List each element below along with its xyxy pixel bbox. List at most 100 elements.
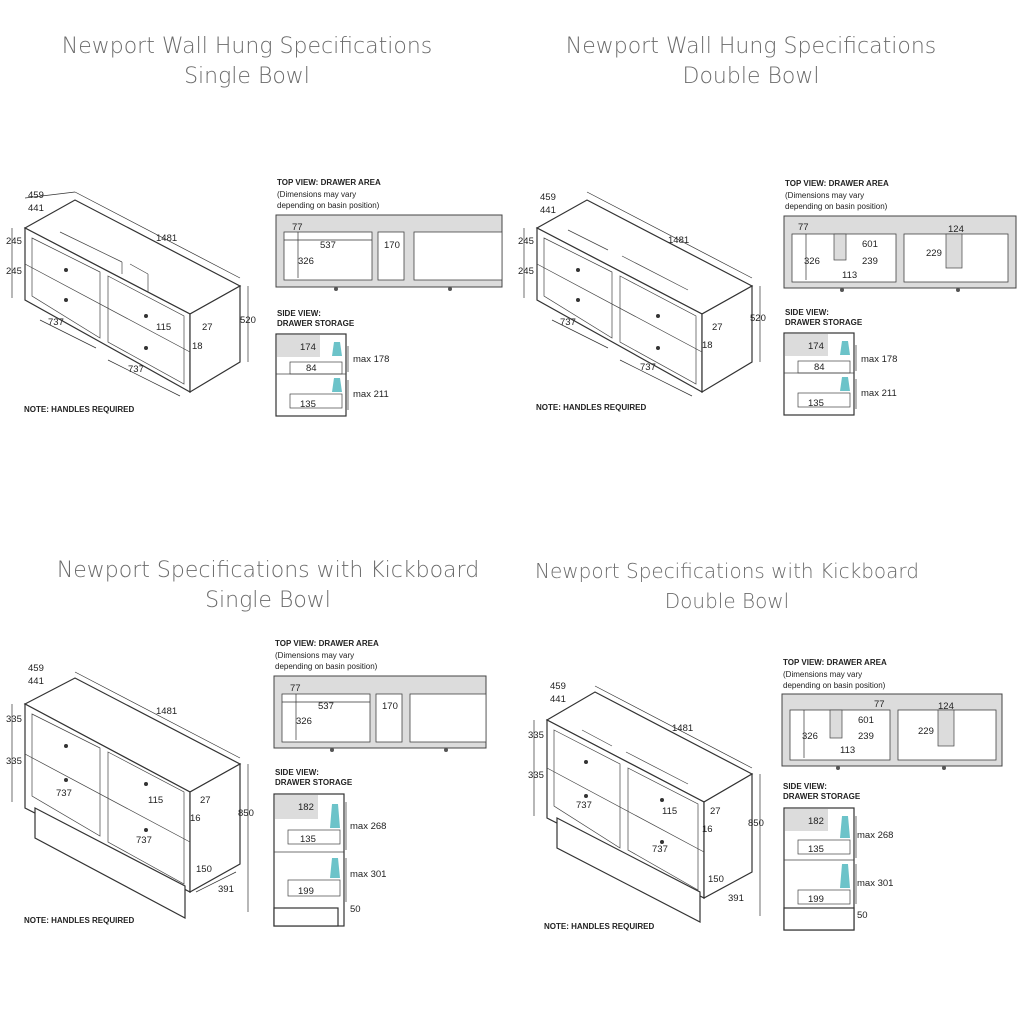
title-line-1: Newport Wall Hung Specifications xyxy=(565,34,937,59)
top-dim-4: 326 xyxy=(802,731,818,742)
top-dim-4: 326 xyxy=(804,256,820,267)
dim-drawer-h2: 245 xyxy=(6,266,22,277)
top-view-heading: TOP VIEW: DRAWER AREA xyxy=(785,179,889,188)
dim-depth-inner: 441 xyxy=(540,205,556,216)
spec-drawing: 459 441 335 335 1481 737 737 115 27 16 8… xyxy=(6,639,487,927)
side-max-2: max 301 xyxy=(857,878,893,889)
panel-kickboard-double: Newport Specifications with Kickboard Do… xyxy=(512,512,1024,1024)
top-dim-5: 113 xyxy=(840,745,855,756)
dim-kick-d: 391 xyxy=(218,884,234,895)
top-view-heading: TOP VIEW: DRAWER AREA xyxy=(277,178,381,187)
dim-gap: 27 xyxy=(710,806,721,817)
top-dim-1: 77 xyxy=(874,699,885,710)
top-dim-4: 326 xyxy=(298,256,314,267)
side-max-1: max 268 xyxy=(857,830,893,841)
side-max-2: max 301 xyxy=(350,869,386,880)
side-view-heading-1: SIDE VIEW: xyxy=(785,308,829,317)
dim-gap: 27 xyxy=(200,795,211,806)
cabinet-iso-drawing xyxy=(11,191,249,397)
cabinet-iso-drawing xyxy=(11,671,249,919)
top-view-caption-1: (Dimensions may vary xyxy=(783,670,862,679)
note-handles: NOTE: HANDLES REQUIRED xyxy=(24,405,134,414)
dim-depth-inner: 441 xyxy=(28,203,44,214)
dim-drawer-h1: 245 xyxy=(6,236,22,247)
top-dim-2: 537 xyxy=(318,701,334,712)
top-dim-3: 170 xyxy=(384,240,400,251)
spec-drawing: 459 441 335 335 1481 737 737 115 27 16 8… xyxy=(528,658,1003,931)
top-dim-1: 77 xyxy=(798,222,809,233)
top-view-caption-2: depending on basin position) xyxy=(783,681,886,690)
top-dim-5: 113 xyxy=(842,270,857,281)
dim-depth-inner: 441 xyxy=(28,676,44,687)
dim-drawer-w-left: 737 xyxy=(48,317,64,328)
dim-handle: 115 xyxy=(148,795,163,806)
spec-drawing: 459 441 245 245 1481 737 737 27 18 520 N… xyxy=(518,179,1017,416)
dim-width: 1481 xyxy=(672,723,693,734)
title-line-2: Single Bowl xyxy=(205,588,331,613)
dim-drawer-w-left: 737 xyxy=(576,800,592,811)
top-view-caption-2: depending on basin position) xyxy=(275,662,378,671)
panel-title: Newport Wall Hung Specifications Double … xyxy=(512,32,990,92)
dim-width: 1481 xyxy=(156,706,177,717)
dim-drawer-h1: 335 xyxy=(528,730,544,741)
dim-drawer-w-right: 737 xyxy=(652,844,668,855)
title-line-1: Newport Specifications with Kickboard xyxy=(56,558,480,583)
side-max-1: max 178 xyxy=(353,354,389,365)
dim-kick-h: 150 xyxy=(196,864,212,875)
dim-gap: 27 xyxy=(202,322,213,333)
dim-height: 850 xyxy=(748,818,764,829)
dim-drawer-w-left: 737 xyxy=(56,788,72,799)
side-max-2: max 211 xyxy=(353,389,389,400)
title-line-2: Double Bowl xyxy=(664,589,790,613)
dim-base: 18 xyxy=(192,341,203,352)
side-view-heading-2: DRAWER STORAGE xyxy=(785,318,863,327)
title-line-1: Newport Wall Hung Specifications xyxy=(61,34,433,59)
side-dim-3: 199 xyxy=(808,894,824,905)
dim-depth-inner: 441 xyxy=(550,694,566,705)
dim-height: 520 xyxy=(240,315,256,326)
dim-width: 1481 xyxy=(156,233,177,244)
dim-drawer-w-right: 737 xyxy=(640,362,656,373)
panel-title: Newport Specifications with Kickboard Si… xyxy=(0,556,536,616)
dim-drawer-h1: 335 xyxy=(6,714,22,725)
cabinet-iso-drawing xyxy=(533,685,761,923)
side-dim-2: 135 xyxy=(300,834,316,845)
dim-height: 850 xyxy=(238,808,254,819)
side-dim-1: 182 xyxy=(808,816,824,827)
side-dim-2: 135 xyxy=(808,844,824,855)
side-view-heading-1: SIDE VIEW: xyxy=(277,309,321,318)
side-max-2: max 211 xyxy=(861,388,897,399)
side-dim-3: 199 xyxy=(298,886,314,897)
dim-drawer-h2: 245 xyxy=(518,266,534,277)
top-view-drawing xyxy=(273,675,487,752)
panel-wall-hung-double: Newport Wall Hung Specifications Double … xyxy=(512,0,1024,512)
dim-drawer-w-left: 737 xyxy=(560,317,576,328)
top-dim-2: 601 xyxy=(862,239,878,250)
side-view-heading-2: DRAWER STORAGE xyxy=(783,792,861,801)
spec-drawing: 459 441 245 245 1481 737 737 115 27 18 5… xyxy=(6,178,503,417)
dim-depth-outer: 459 xyxy=(550,681,566,692)
dim-drawer-w-right: 737 xyxy=(128,364,144,375)
side-dim-2: 84 xyxy=(306,363,317,374)
side-max-1: max 268 xyxy=(350,821,386,832)
dim-depth-outer: 459 xyxy=(28,663,44,674)
top-view-drawing xyxy=(275,214,503,291)
dim-drawer-w-right: 737 xyxy=(136,835,152,846)
dim-drawer-h2: 335 xyxy=(528,770,544,781)
side-view-heading-1: SIDE VIEW: xyxy=(275,768,319,777)
top-view-caption-1: (Dimensions may vary xyxy=(785,191,864,200)
dim-depth-outer: 459 xyxy=(28,190,44,201)
top-dim-3: 239 xyxy=(862,256,878,267)
top-view-drawing xyxy=(783,215,1017,292)
top-dim-6: 124 xyxy=(938,701,954,712)
top-view-drawing xyxy=(781,693,1003,770)
top-view-heading: TOP VIEW: DRAWER AREA xyxy=(783,658,887,667)
title-line-2: Double Bowl xyxy=(682,64,820,89)
title-line-1: Newport Specifications with Kickboard xyxy=(535,559,919,583)
top-view-caption-2: depending on basin position) xyxy=(277,201,380,210)
side-view-drawing xyxy=(273,793,347,927)
side-view-heading-2: DRAWER STORAGE xyxy=(275,778,353,787)
dim-handle: 115 xyxy=(662,806,677,817)
side-view-drawing xyxy=(275,333,349,417)
dim-base: 18 xyxy=(702,340,713,351)
